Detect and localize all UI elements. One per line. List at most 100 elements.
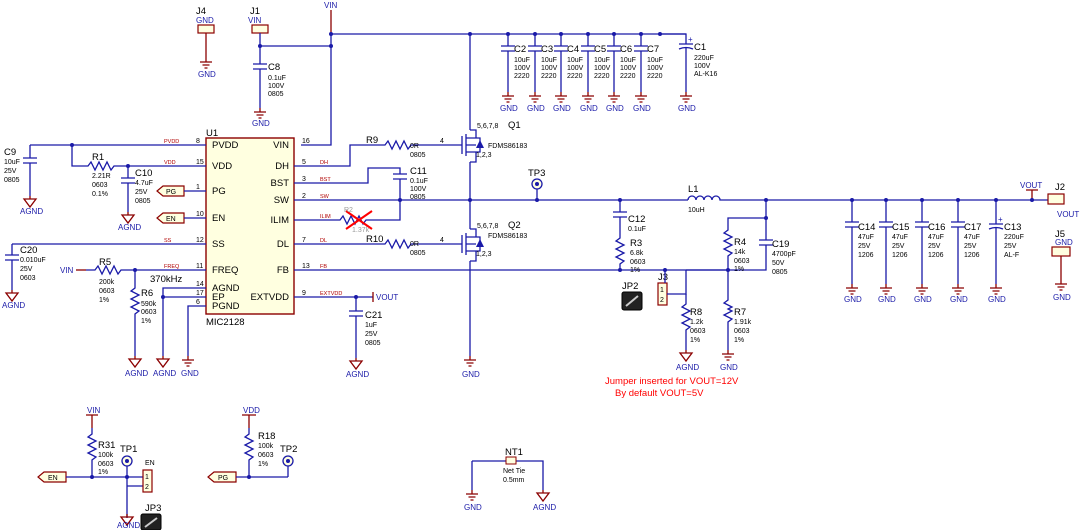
ic-pin-number: 10 — [196, 211, 204, 218]
svg-text:1%: 1% — [141, 318, 151, 325]
svg-text:FDMS86183: FDMS86183 — [488, 143, 527, 150]
svg-text:Q1: Q1 — [508, 120, 521, 131]
input-capacitor-bank: GNDC210uF100V2220GNDC310uF100V2220GNDC41… — [500, 32, 664, 113]
svg-text:1,2,3: 1,2,3 — [476, 152, 492, 159]
svg-text:GND: GND — [500, 104, 518, 113]
gate-drive-high: DH R9 0R 0805 4 — [294, 135, 456, 167]
svg-text:TP3: TP3 — [528, 168, 545, 179]
svg-text:2220: 2220 — [594, 73, 610, 80]
svg-text:2220: 2220 — [541, 73, 557, 80]
svg-text:4.7uF: 4.7uF — [135, 180, 153, 187]
bootstrap-network: BST C11 0.1uF 100V 0805 — [294, 166, 428, 201]
ic-pin-name: VIN — [273, 140, 289, 151]
svg-text:100V: 100V — [514, 65, 531, 72]
svg-text:1: 1 — [660, 287, 664, 294]
svg-text:2220: 2220 — [647, 73, 663, 80]
svg-text:GND: GND — [1053, 293, 1071, 302]
svg-text:0.1uF: 0.1uF — [628, 226, 646, 233]
svg-text:100V: 100V — [567, 65, 584, 72]
svg-text:GND: GND — [553, 104, 571, 113]
mosfet-q2: 5,6,7,8 Q2 1,2,3 FDMS86183 GND — [456, 200, 527, 379]
pg-pullup-circuit: VDD R18 100k 0603 1% PG TP2 — [207, 406, 297, 483]
ic-pin-number: 3 — [302, 176, 306, 183]
svg-text:R10: R10 — [366, 234, 383, 245]
svg-text:By default VOUT=5V: By default VOUT=5V — [615, 388, 704, 399]
svg-text:GND: GND — [580, 104, 598, 113]
svg-text:1%: 1% — [99, 297, 109, 304]
svg-text:AGND: AGND — [153, 369, 176, 378]
svg-text:AGND: AGND — [676, 363, 699, 372]
capacitor-c8: GND C8 0.1uF 100V 0805 — [252, 44, 286, 128]
svg-text:1206: 1206 — [892, 252, 908, 259]
svg-text:25V: 25V — [4, 168, 17, 175]
svg-text:NT1: NT1 — [505, 447, 523, 458]
svg-text:0805: 0805 — [135, 198, 151, 205]
svg-text:0603: 0603 — [690, 328, 706, 335]
svg-text:GND: GND — [198, 70, 216, 79]
ic-pin-name: SS — [212, 239, 225, 250]
test-point-tp3: TP3 — [528, 168, 545, 200]
svg-text:GND: GND — [914, 295, 932, 304]
svg-text:R6: R6 — [141, 288, 153, 299]
svg-text:Net Tie: Net Tie — [503, 468, 525, 475]
svg-text:GND: GND — [1055, 238, 1073, 247]
svg-text:GND: GND — [633, 104, 651, 113]
svg-text:220uF: 220uF — [1004, 234, 1024, 241]
svg-text:J1: J1 — [250, 6, 260, 17]
ic-pin-name: VDD — [212, 161, 232, 172]
svg-text:+: + — [688, 35, 693, 44]
svg-text:2220: 2220 — [567, 73, 583, 80]
svg-text:C14: C14 — [858, 222, 875, 233]
switch-node: SW — [294, 194, 688, 202]
svg-text:AGND: AGND — [118, 223, 141, 232]
svg-text:GND: GND — [988, 295, 1006, 304]
ic-pin-number: 2 — [302, 193, 306, 200]
svg-text:1%: 1% — [734, 266, 744, 273]
svg-text:25V: 25V — [928, 243, 941, 250]
svg-text:C12: C12 — [628, 214, 645, 225]
svg-text:SW: SW — [320, 194, 330, 200]
svg-text:2.21R: 2.21R — [92, 173, 111, 180]
vdd-network: PVDD AGND C9 10uF 25V 0805 VDD R1 2.21R … — [4, 139, 206, 232]
svg-text:0805: 0805 — [772, 269, 788, 276]
ic-pin-number: 12 — [196, 237, 204, 244]
gate-drive-low: DL R10 0R 0805 4 — [294, 234, 456, 257]
svg-text:0805: 0805 — [410, 152, 426, 159]
svg-text:J3: J3 — [658, 272, 668, 283]
ic-pin-name: DL — [277, 239, 289, 250]
svg-text:25V: 25V — [964, 243, 977, 250]
svg-text:VOUT: VOUT — [1057, 210, 1079, 219]
svg-text:J4: J4 — [196, 6, 206, 17]
svg-text:JP2: JP2 — [622, 281, 638, 292]
capacitor-c13: + GND C13 220uF 25V AL-F — [988, 200, 1024, 304]
svg-text:SS: SS — [164, 238, 172, 244]
svg-text:1%: 1% — [734, 337, 744, 344]
svg-text:VIN: VIN — [87, 406, 101, 415]
svg-text:VDD: VDD — [164, 160, 176, 166]
svg-text:25V: 25V — [365, 331, 378, 338]
svg-text:C15: C15 — [892, 222, 909, 233]
svg-text:4: 4 — [440, 237, 444, 244]
svg-text:1206: 1206 — [928, 252, 944, 259]
svg-text:1206: 1206 — [964, 252, 980, 259]
svg-text:R9: R9 — [366, 135, 378, 146]
svg-text:AL-F: AL-F — [1004, 252, 1019, 259]
svg-text:GND: GND — [844, 295, 862, 304]
svg-text:AL-K16: AL-K16 — [694, 71, 717, 78]
svg-text:100V: 100V — [541, 65, 558, 72]
svg-text:10uH: 10uH — [688, 207, 705, 214]
svg-text:R18: R18 — [258, 431, 275, 442]
svg-text:590k: 590k — [141, 301, 157, 308]
svg-text:R1: R1 — [92, 152, 104, 163]
svg-text:25V: 25V — [1004, 243, 1017, 250]
svg-text:C19: C19 — [772, 239, 789, 250]
svg-text:C4: C4 — [567, 44, 579, 55]
svg-text:C5: C5 — [594, 44, 606, 55]
svg-text:0805: 0805 — [410, 194, 426, 201]
